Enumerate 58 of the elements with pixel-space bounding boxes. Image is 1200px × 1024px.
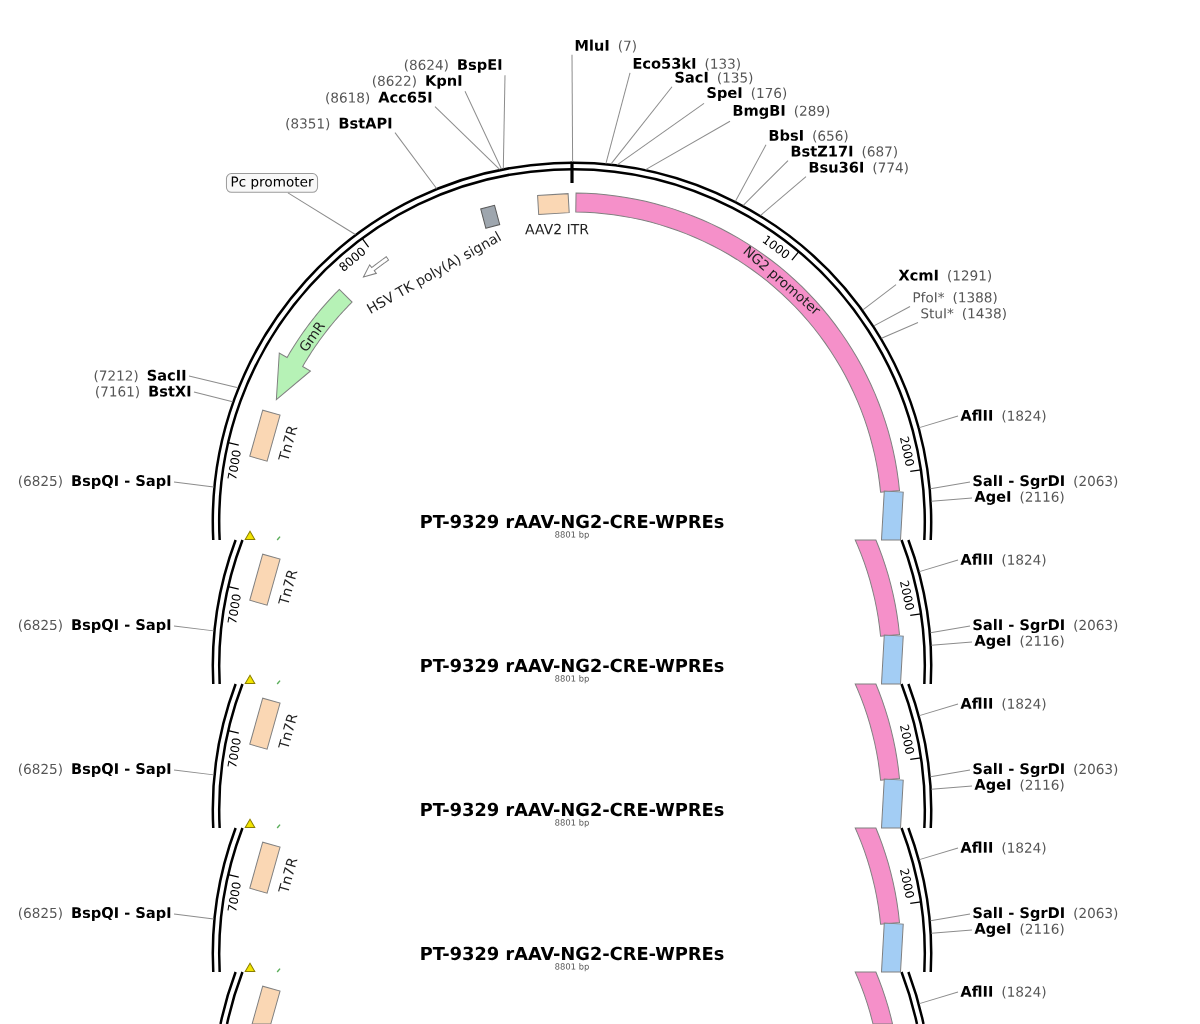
leader-line <box>173 625 215 632</box>
plasmid-title: PT-9329 rAAV-NG2-CRE-WPREs <box>421 802 724 817</box>
ring-arc <box>900 539 933 685</box>
leader-line <box>434 106 501 170</box>
leader-line <box>742 160 789 206</box>
feature-box <box>881 634 904 685</box>
feature-band <box>854 683 900 781</box>
feature-band <box>854 539 900 637</box>
feature-band <box>854 827 900 925</box>
leader-line <box>918 991 959 1005</box>
triangle-marker <box>244 962 256 973</box>
leader-line <box>188 375 239 389</box>
ring-arc <box>900 683 933 829</box>
leader-line <box>193 391 234 403</box>
leader-line <box>930 497 973 502</box>
feature-box <box>881 778 904 829</box>
leader-line <box>929 913 971 922</box>
ring-arc <box>211 539 244 685</box>
leader-line <box>502 74 506 170</box>
triangle-marker <box>244 818 256 829</box>
leader-line <box>760 176 807 216</box>
leader-line <box>645 120 731 171</box>
leader-line <box>173 769 215 776</box>
leader-line <box>929 625 971 634</box>
leader-line <box>862 284 897 311</box>
leader-line <box>173 481 215 488</box>
leader-line <box>918 559 959 573</box>
leader-line <box>464 90 502 170</box>
ring-arc <box>900 827 933 973</box>
leader-line <box>394 132 438 189</box>
leader-line <box>734 144 767 202</box>
leader-line <box>929 481 971 490</box>
leader-line <box>918 703 959 717</box>
leader-line <box>610 86 673 165</box>
leader-line <box>287 192 356 235</box>
leader-line <box>930 929 973 934</box>
feature-box <box>881 922 904 973</box>
ring-arc <box>219 971 244 1024</box>
leader-line <box>929 769 971 778</box>
leader-line <box>605 72 631 165</box>
plasmid-title: PT-9329 rAAV-NG2-CRE-WPREs <box>421 658 724 673</box>
leader-line <box>918 415 959 429</box>
triangle-marker <box>244 674 256 685</box>
leader-line <box>881 321 919 339</box>
feature-band <box>854 971 894 1024</box>
leader-line <box>930 641 973 646</box>
leader-line <box>918 847 959 861</box>
plasmid-title: PT-9329 rAAV-NG2-CRE-WPREs <box>421 946 724 961</box>
ring-arc <box>211 827 244 973</box>
leader-line <box>873 305 911 327</box>
leader-line <box>173 913 215 920</box>
ring-arc <box>900 971 925 1024</box>
feature-box <box>251 985 281 1024</box>
plasmid-title: PT-9329 rAAV-NG2-CRE-WPREs <box>421 514 724 529</box>
leader-line <box>930 785 973 790</box>
leader-line <box>571 54 574 163</box>
leader-line <box>616 102 705 166</box>
ring-arc <box>211 683 244 829</box>
